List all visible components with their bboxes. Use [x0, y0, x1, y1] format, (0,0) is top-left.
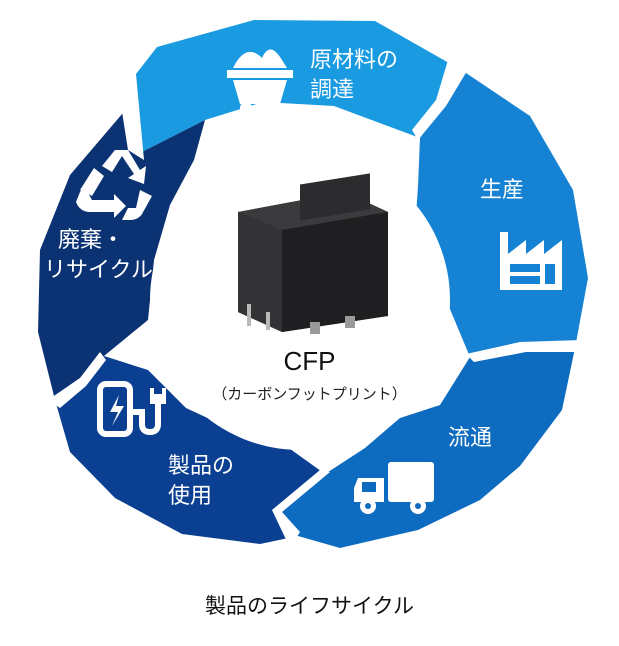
figure-caption: 製品のライフサイクル: [0, 590, 619, 620]
stage-label-procurement: 原材料の 調達: [310, 46, 398, 106]
stage-label-use: 製品の 使用: [168, 452, 234, 512]
cfp-subtitle: （カーボンフットプリント）: [0, 383, 619, 404]
stage-label-disposal: 廃棄・ リサイクル: [44, 226, 153, 286]
segment-procurement: [128, 20, 463, 153]
cfp-title: CFP: [0, 346, 619, 377]
stage-label-distribution: 流通: [448, 424, 492, 454]
stage-label-production: 生産: [480, 176, 524, 206]
